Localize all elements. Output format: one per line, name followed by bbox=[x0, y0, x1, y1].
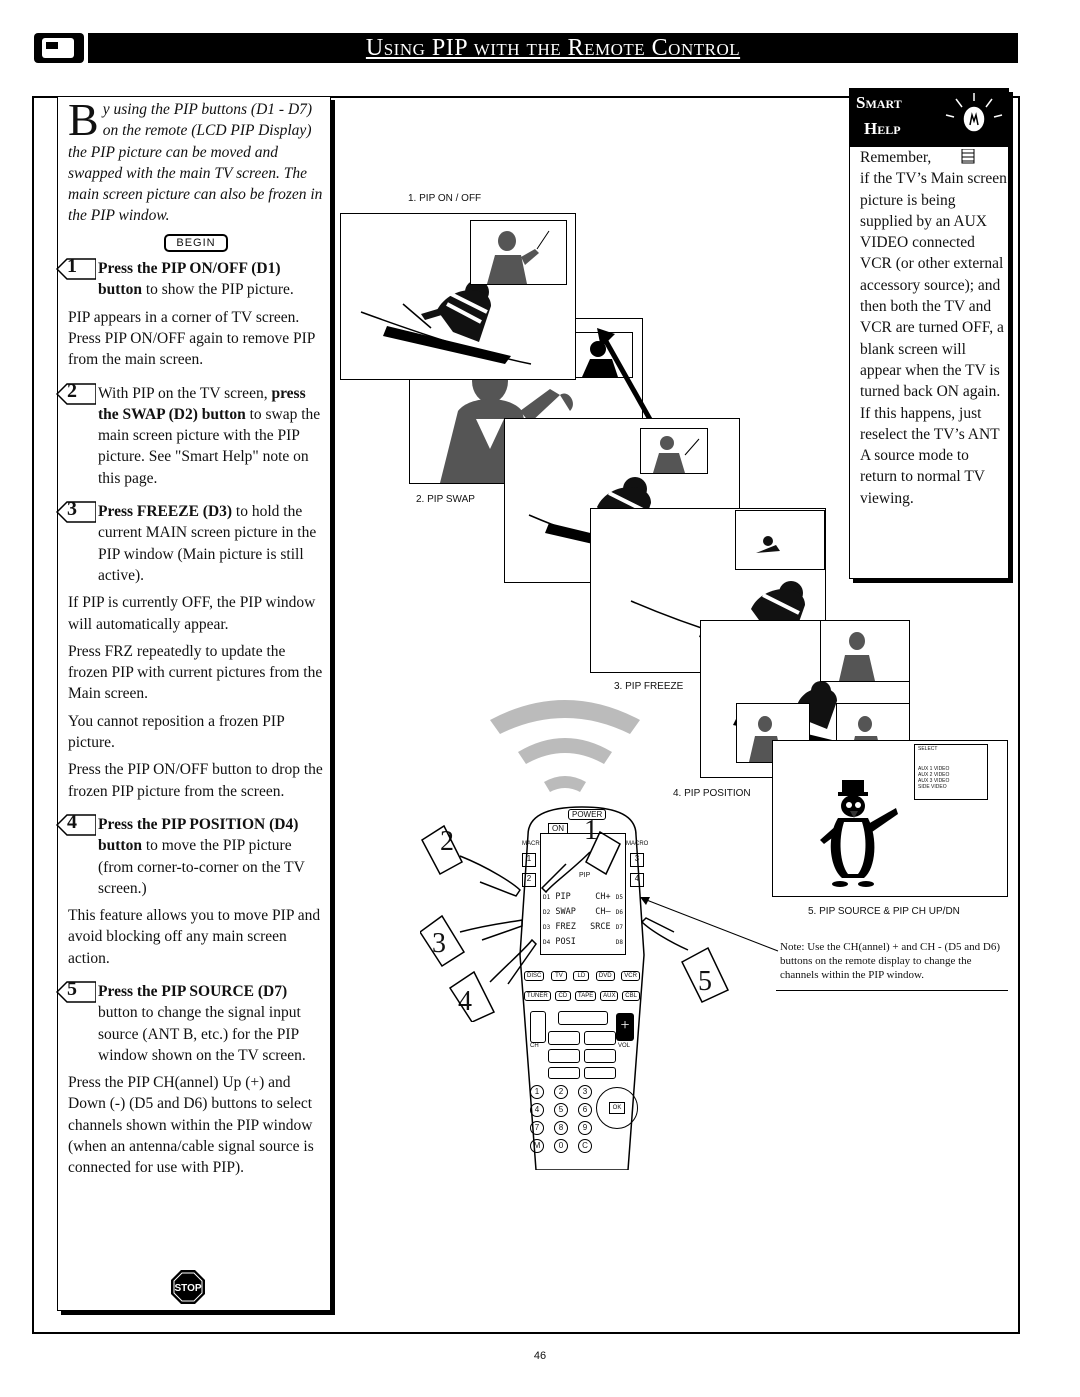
source-select-menu: SELECT AUX 1 VIDEO AUX 2 VIDEO AUX 3 VID… bbox=[914, 744, 988, 800]
key-2[interactable]: 2 bbox=[554, 1085, 568, 1099]
bulb-base-icon bbox=[960, 148, 976, 167]
hand-number-1: 1 bbox=[584, 815, 598, 846]
key-7[interactable]: 7 bbox=[530, 1121, 544, 1135]
step-arrow-icon: 1 bbox=[56, 255, 96, 280]
record-button[interactable] bbox=[548, 1067, 580, 1079]
page-title: Using PIP with the Remote Control bbox=[88, 33, 1018, 63]
hand-number-2: 2 bbox=[440, 826, 454, 857]
ld-button[interactable]: LD bbox=[573, 971, 590, 981]
dvd-button[interactable]: DVD bbox=[595, 971, 615, 981]
begin-badge: BEGIN bbox=[68, 231, 324, 252]
note-pointer-line bbox=[640, 897, 779, 952]
step-arrow-icon: 4 bbox=[56, 811, 96, 836]
pointing-hands-icon bbox=[420, 824, 730, 1022]
macro-3-button[interactable]: 3 bbox=[630, 853, 644, 867]
page-number: 46 bbox=[533, 1350, 547, 1362]
stop-sign-icon: STOP bbox=[170, 1269, 206, 1305]
tv-icon bbox=[34, 33, 84, 63]
step-arrow-icon: 2 bbox=[56, 380, 96, 405]
macro-4-button[interactable]: 4 bbox=[630, 873, 644, 887]
cbl-button[interactable]: CBL bbox=[622, 991, 640, 1001]
step-arrow-icon: 3 bbox=[56, 498, 96, 523]
tv-button[interactable]: TV bbox=[551, 971, 567, 981]
skip-button[interactable] bbox=[584, 1067, 616, 1079]
step-4: 4 Press the PIP POSITION (D4) button to … bbox=[56, 811, 324, 969]
stop-button[interactable] bbox=[584, 1031, 616, 1045]
vcr-button[interactable]: VCR bbox=[621, 971, 640, 981]
volume-up-button[interactable]: + bbox=[616, 1013, 634, 1041]
source-row-2: TUNER CD TAPE AUX CBL bbox=[524, 991, 640, 1001]
ok-button[interactable]: OK bbox=[609, 1102, 625, 1114]
key-c[interactable]: C bbox=[578, 1139, 592, 1153]
caption-pip-freeze: 3. PIP FREEZE bbox=[614, 681, 684, 692]
light-bulb-icon bbox=[945, 93, 1003, 133]
step-1: 1 Press the PIP ON/OFF (D1) button to sh… bbox=[56, 255, 324, 370]
channel-note: Note: Use the CH(annel) + and CH - (D5 a… bbox=[780, 941, 1001, 981]
navigation-pad[interactable]: OK bbox=[596, 1087, 638, 1129]
key-5[interactable]: 5 bbox=[554, 1103, 568, 1117]
key-6[interactable]: 6 bbox=[578, 1103, 592, 1117]
penguin-mascot-icon bbox=[820, 780, 898, 887]
hand-number-3: 3 bbox=[432, 928, 446, 959]
step-arrow-icon: 5 bbox=[56, 978, 96, 1003]
svg-text:STOP: STOP bbox=[174, 1283, 201, 1294]
tuner-button[interactable]: TUNER bbox=[524, 991, 551, 1001]
key-9[interactable]: 9 bbox=[578, 1121, 592, 1135]
pip-position-pip-top-right bbox=[820, 620, 910, 682]
key-m[interactable]: M bbox=[530, 1139, 544, 1153]
smart-help-header: Smart Help bbox=[850, 89, 1008, 147]
lcd-row-position[interactable]: D4 POSI D8 bbox=[543, 937, 623, 947]
pip-freeze-pip-window bbox=[735, 510, 825, 570]
power-button[interactable]: POWER bbox=[568, 809, 607, 820]
key-4[interactable]: 4 bbox=[530, 1103, 544, 1117]
channel-rocker[interactable] bbox=[530, 1011, 546, 1043]
caption-pip-position: 4. PIP POSITION bbox=[673, 788, 751, 799]
cd-button[interactable]: CD bbox=[554, 991, 572, 1001]
caption-pip-swap: 2. PIP SWAP bbox=[416, 494, 475, 505]
key-1[interactable]: 1 bbox=[530, 1085, 544, 1099]
fast-forward-button[interactable] bbox=[584, 1049, 616, 1063]
rewind-button[interactable] bbox=[548, 1049, 580, 1063]
pip-swap-after-pip-window bbox=[640, 428, 708, 474]
macro-1-button[interactable]: 1 bbox=[522, 853, 536, 867]
pip-on-pip-window bbox=[470, 220, 567, 285]
pause-button[interactable] bbox=[548, 1031, 580, 1045]
step-3: 3 Press FREEZE (D3) to hold the current … bbox=[56, 498, 324, 802]
step-5: 5 Press the PIP SOURCE (D7) button to ch… bbox=[56, 978, 324, 1179]
caption-pip-on-off: 1. PIP ON / OFF bbox=[408, 193, 482, 204]
disc-button[interactable]: DISC bbox=[524, 971, 545, 981]
content-frame bbox=[32, 96, 1020, 1334]
key-3[interactable]: 3 bbox=[578, 1085, 592, 1099]
tape-button[interactable]: TAPE bbox=[575, 991, 597, 1001]
key-0[interactable]: 0 bbox=[554, 1139, 568, 1153]
step-2: 2 With PIP on the TV screen, press the S… bbox=[56, 380, 324, 489]
macro-2-button[interactable]: 2 bbox=[522, 873, 536, 887]
play-button[interactable] bbox=[558, 1011, 608, 1025]
note-underline bbox=[776, 937, 1008, 991]
hand-number-5: 5 bbox=[698, 966, 712, 997]
key-8[interactable]: 8 bbox=[554, 1121, 568, 1135]
hand-number-4: 4 bbox=[458, 986, 472, 1017]
source-row-1: DISC TV LD DVD VCR bbox=[524, 971, 640, 981]
number-keypad: 1 2 3 4 5 6 7 8 9 M 0 C bbox=[530, 1085, 600, 1153]
smart-help-box: Smart Help Remember, if the TV’s Main sc… bbox=[849, 88, 1009, 579]
drop-cap: B bbox=[68, 94, 99, 145]
signal-waves-icon bbox=[490, 700, 640, 792]
caption-pip-source: 5. PIP SOURCE & PIP CH UP/DN bbox=[808, 906, 960, 917]
aux-button[interactable]: AUX bbox=[600, 991, 619, 1001]
